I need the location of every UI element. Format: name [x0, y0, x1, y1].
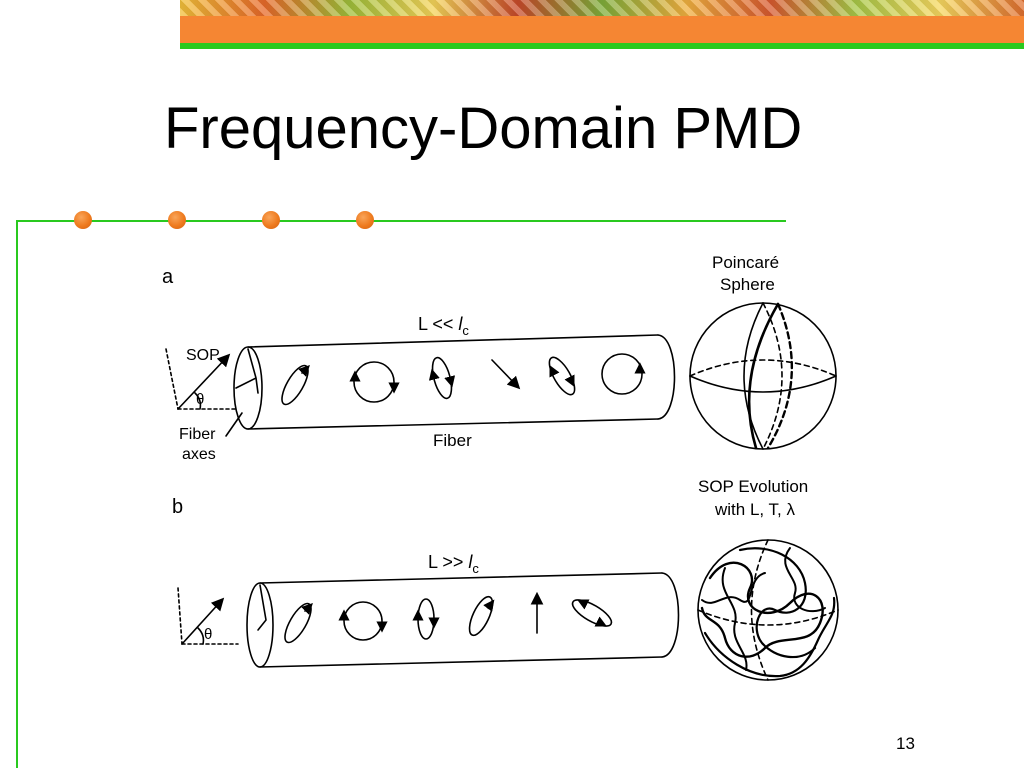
- panel-a-letter: a: [162, 266, 174, 288]
- polarization-states-b: [284, 591, 613, 644]
- bullet-dot-4: [356, 211, 374, 229]
- sop-evolution-title-line1: SOP Evolution: [698, 477, 808, 496]
- fiber-label: Fiber: [433, 431, 472, 450]
- panel-b: b L >> lc: [172, 477, 839, 681]
- frame-horizontal-line: [16, 220, 786, 222]
- fiber-axes-pointer: [225, 412, 243, 437]
- panel-b-condition: L >> lc: [428, 552, 479, 576]
- bullet-dot-1: [74, 211, 92, 229]
- sop-angle-indicator-a: SOP θ: [165, 347, 237, 410]
- panel-a: a L << lc: [162, 253, 837, 463]
- pmd-figure: a L << lc: [150, 238, 860, 703]
- slide-title: Frequency-Domain PMD: [164, 96, 803, 161]
- fiber-cylinder-a: [233, 334, 676, 430]
- theta-label-a: θ: [196, 391, 204, 408]
- sop-evolution-title-line2: with L, T, λ: [714, 500, 795, 519]
- panel-a-condition: L << lc: [418, 314, 469, 338]
- page-number: 13: [896, 734, 915, 753]
- fiber-axes-label-line2: axes: [182, 446, 216, 463]
- sphere-title-line2: Sphere: [720, 275, 775, 294]
- poincare-sphere: [689, 302, 837, 450]
- sphere-title-line1: Poincaré: [712, 253, 779, 272]
- theta-label-b: θ: [204, 626, 212, 643]
- fiber-cylinder-b: [246, 572, 680, 668]
- top-orange-bar: [180, 16, 1024, 43]
- bullet-dot-3: [262, 211, 280, 229]
- top-green-line: [180, 43, 1024, 49]
- top-decorative-banner: [180, 0, 1024, 16]
- frame-vertical-line: [16, 220, 18, 768]
- sop-evolution-sphere: [697, 539, 839, 681]
- angle-indicator-b: θ: [177, 587, 239, 645]
- polarization-states-a: [281, 353, 646, 406]
- fiber-axes-label-line1: Fiber: [179, 426, 216, 443]
- panel-b-letter: b: [172, 496, 183, 518]
- bullet-dot-2: [168, 211, 186, 229]
- sop-label: SOP: [186, 347, 220, 364]
